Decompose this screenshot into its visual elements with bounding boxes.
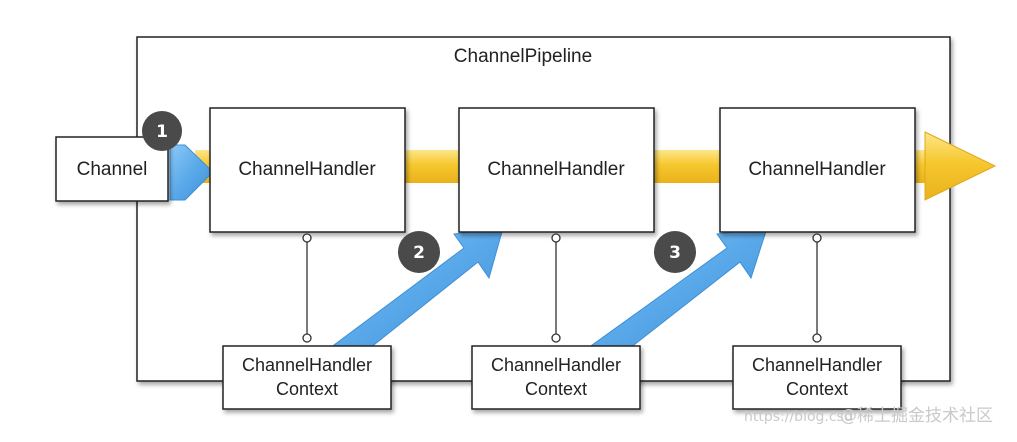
connector-1: [302, 233, 312, 343]
pipeline-label: ChannelPipeline: [454, 46, 592, 67]
channel-label: Channel: [77, 159, 148, 180]
context-box-2: [471, 345, 641, 410]
handler-label-2: ChannelHandler: [487, 159, 625, 180]
context-box-3: [732, 345, 902, 410]
step-arrow-2: [328, 227, 504, 349]
step-badge-3-number: 3: [669, 243, 681, 263]
context-label-3-line2: Context: [786, 379, 848, 399]
watermark-url: https://blog.csd: [744, 409, 853, 425]
step-arrow-1: [169, 144, 214, 201]
handler-box-3: [719, 107, 916, 233]
channel-box: [55, 136, 169, 202]
step-badge-3: 3: [654, 231, 696, 273]
connector-2: [551, 233, 561, 343]
step-badge-2-number: 2: [413, 243, 425, 263]
handler-box-2: [458, 107, 655, 233]
handler-label-3: ChannelHandler: [748, 159, 886, 180]
step-badge-2: 2: [398, 231, 440, 273]
context-box-1: [222, 345, 392, 410]
handler-label-1: ChannelHandler: [238, 159, 376, 180]
step-badge-1: 1: [142, 111, 182, 151]
context-label-1-line2: Context: [276, 379, 338, 399]
connector-3: [812, 233, 822, 343]
watermark-text: @稀土掘金技术社区: [840, 406, 993, 426]
step-arrow-3: [586, 227, 768, 349]
context-label-1-line1: ChannelHandler: [242, 355, 372, 375]
context-label-3-line1: ChannelHandler: [752, 355, 882, 375]
handler-box-1: [209, 107, 406, 233]
context-label-2-line2: Context: [525, 379, 587, 399]
step-badge-1-number: 1: [156, 122, 168, 142]
context-label-2-line1: ChannelHandler: [491, 355, 621, 375]
